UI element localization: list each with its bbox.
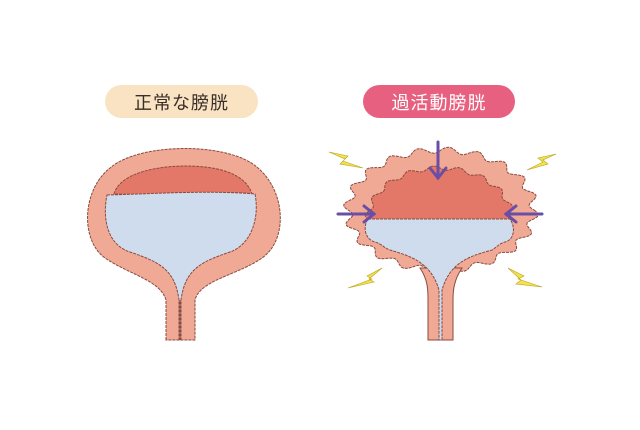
lightning-icon (328, 151, 364, 169)
lightning-icon (507, 267, 543, 288)
overactive-bladder-urine (364, 218, 514, 341)
normal-bladder-urine (104, 191, 257, 341)
lightning-icon (347, 267, 383, 289)
arrow-right-icon (336, 204, 377, 224)
arrow-left-icon (503, 204, 544, 224)
lightning-bolts (328, 151, 557, 289)
overactive-bladder-air (364, 165, 514, 221)
lightning-icon (526, 153, 557, 171)
normal-bladder (87, 148, 281, 341)
pressure-arrows (336, 140, 544, 224)
arrow-down-icon (428, 140, 448, 181)
overactive-bladder (343, 146, 539, 341)
overactive-bladder-label: 過活動膀胱 (363, 85, 515, 118)
normal-bladder-label: 正常な膀胱 (105, 85, 258, 118)
